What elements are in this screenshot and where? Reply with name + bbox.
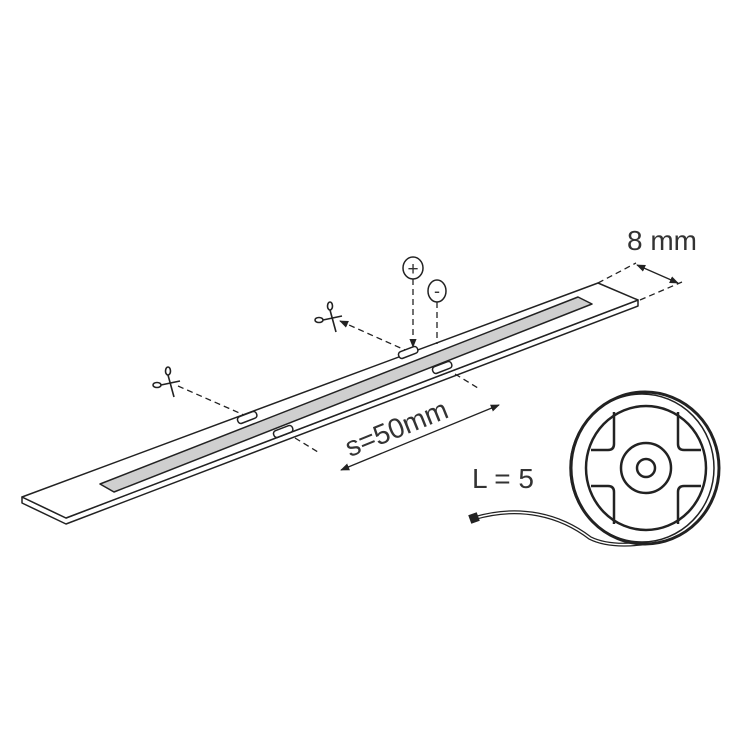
plus-terminal-icon: + bbox=[402, 256, 424, 280]
led-emitter-area bbox=[99, 296, 593, 493]
length-label: L = 5 bbox=[472, 463, 534, 494]
cut-lines bbox=[177, 279, 479, 453]
solder-pads bbox=[236, 345, 453, 439]
minus-label: - bbox=[434, 281, 440, 301]
reel-icon bbox=[468, 390, 721, 547]
solder-pad bbox=[272, 424, 294, 439]
width-label: 8 mm bbox=[627, 225, 697, 256]
scissors-icon bbox=[314, 301, 343, 333]
solder-pad bbox=[236, 410, 258, 425]
minus-terminal-icon: - bbox=[427, 279, 447, 303]
spacing-dimension-arrow bbox=[340, 404, 500, 471]
scissors-icon bbox=[152, 366, 181, 398]
solder-pad bbox=[431, 360, 453, 375]
solder-pad bbox=[397, 345, 419, 360]
plus-label: + bbox=[407, 259, 418, 280]
width-dimension bbox=[597, 262, 683, 301]
